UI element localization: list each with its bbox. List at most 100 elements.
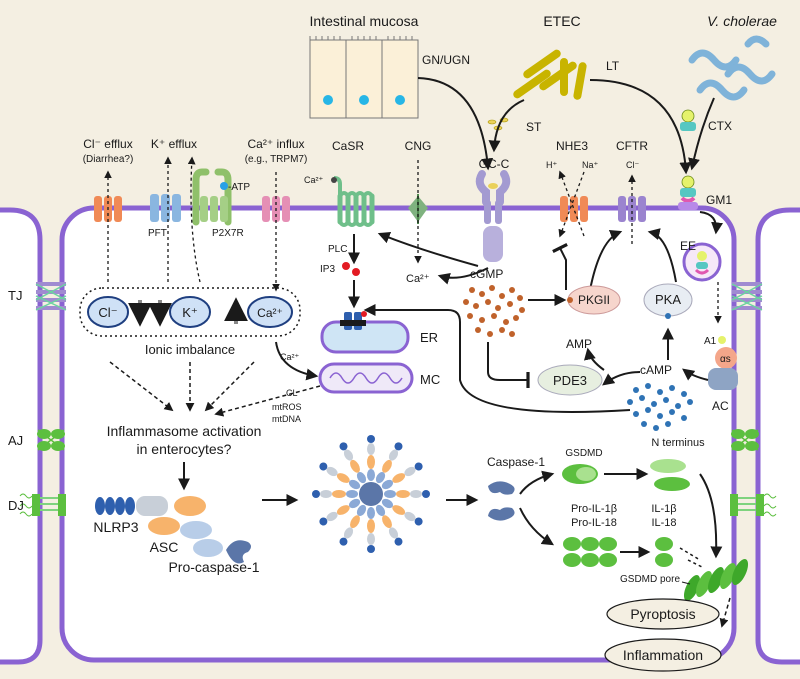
label-nhe3: NHE3	[556, 139, 588, 153]
inflammasome-spoke	[384, 490, 430, 498]
asc-protein	[148, 517, 212, 539]
gsdmd-protein	[562, 464, 598, 484]
endoplasmic-reticulum	[320, 311, 410, 354]
etec-bacteria	[513, 49, 587, 100]
inflammasome-spoke	[319, 462, 361, 490]
label-cgmp: cGMP	[470, 267, 503, 281]
arrow-ca-to-mc	[275, 341, 319, 381]
alpha-s-subunit	[715, 347, 737, 369]
inhibit-cgmp-pde3	[487, 342, 530, 388]
gcc-receptor	[475, 170, 511, 262]
nhe3-exchanger	[560, 196, 588, 222]
a1-subunit	[718, 336, 726, 344]
arrow-ac-to-camp	[682, 368, 709, 381]
pore-leader-line	[681, 581, 691, 585]
label-ca2-cng: Ca²⁺	[406, 273, 430, 285]
gsdmd-pore	[683, 559, 749, 601]
pro-il-proteins	[563, 537, 617, 567]
label-gn-ugn: GN/UGN	[422, 53, 470, 67]
pyroptosis-node	[606, 598, 720, 630]
left-neighbor-cell	[0, 207, 43, 665]
tight-junction-right	[731, 282, 763, 311]
arrow-k-efflux-p2x7r	[187, 156, 201, 283]
il-proteins	[655, 537, 673, 567]
arrow-pore-out	[719, 597, 731, 628]
arrow-nterminus-to-pore	[699, 473, 723, 559]
inflammasome-spoke	[375, 504, 403, 546]
v-cholerae-bacteria	[688, 35, 776, 101]
arrow-ionic-to-inflammasome-3	[204, 361, 255, 412]
label-k-efflux: K⁺ efflux	[151, 137, 197, 151]
label-ip3: IP3	[320, 264, 335, 275]
cgmp-molecules	[463, 285, 525, 337]
label-pft: PFT	[148, 228, 167, 239]
pro-caspase-1-protein	[193, 539, 251, 564]
inflammasome-spoke	[339, 442, 367, 484]
label-caspase1: Caspase-1	[487, 455, 545, 469]
label-st: ST	[526, 120, 542, 134]
inflammation-node	[604, 638, 722, 672]
ion-ca-node	[247, 296, 293, 328]
inflammasome-spoke	[367, 435, 375, 481]
intestinal-mucosa-cells	[309, 36, 419, 119]
caspase-1-protein	[488, 481, 515, 521]
pka-camp-dot	[665, 313, 671, 319]
ctx-toxin	[680, 109, 696, 131]
gm1-receptor	[678, 175, 698, 210]
label-dj: DJ	[8, 498, 24, 513]
label-ionic-imbalance: Ionic imbalance	[145, 342, 235, 357]
label-plc: PLC	[328, 244, 347, 255]
cftr-channel	[618, 196, 646, 222]
label-gcc: GC-C	[479, 157, 510, 171]
right-neighbor-cell	[755, 207, 800, 665]
label-pde3: PDE3	[553, 373, 587, 388]
label-ca2-casr: Ca²⁺	[304, 175, 324, 185]
label-h: H⁺	[546, 160, 557, 170]
label-intestinal-mucosa: Intestinal mucosa	[310, 13, 419, 29]
arrow-ionic-to-inflammasome-1	[109, 361, 174, 412]
inflammasome-spoke	[381, 498, 423, 526]
label-mtros: mtROS	[272, 402, 302, 412]
label-cng: CNG	[405, 139, 432, 153]
camp-molecules	[627, 383, 693, 431]
label-tj: TJ	[8, 288, 22, 303]
label-amp: AMP	[566, 337, 592, 351]
label-er: ER	[420, 330, 438, 345]
pft-channel	[150, 194, 181, 222]
label-diarrhea: (Diarrhea?)	[83, 154, 134, 165]
adherens-junction-right	[731, 429, 759, 451]
label-inflammation: Inflammation	[623, 647, 703, 663]
adherens-junction-left	[37, 429, 65, 451]
arrow-st-to-gcc	[488, 99, 525, 153]
label-gm1: GM1	[706, 193, 732, 207]
label-ac: AC	[712, 399, 729, 413]
label-ion-k: K⁺	[182, 305, 198, 320]
label-pka: PKA	[655, 292, 681, 307]
label-asc: ASC	[150, 539, 179, 555]
label-trpm7: (e.g., TRPM7)	[245, 154, 308, 165]
label-il1b: IL-1β	[651, 503, 676, 515]
mitochondrion	[318, 362, 414, 394]
il-release-dashes	[679, 547, 705, 569]
label-pyroptosis: Pyroptosis	[630, 606, 695, 622]
arrow-pkgii-to-cftr	[589, 230, 623, 291]
arrow-mc-to-inflammasome	[214, 385, 321, 417]
arrow-pka-to-cftr	[647, 228, 677, 283]
label-gsdmd: GSDMD	[565, 448, 602, 459]
inflammasome-spoke	[367, 507, 375, 553]
arrow-caspase-to-proil	[519, 507, 555, 546]
label-ca-influx: Ca²⁺ influx	[247, 137, 304, 151]
inflammasome-spoke	[381, 462, 423, 490]
arrow-pde3-to-amp	[584, 347, 605, 371]
label-ee: EE	[680, 239, 696, 253]
label-inflammasome-2: in enterocytes?	[137, 441, 232, 457]
label-aj: AJ	[8, 433, 23, 448]
inhibit-pkgii-nhe3	[552, 242, 568, 290]
arrow-lt-to-gm1	[589, 79, 692, 175]
label-inflammasome-1: Inflammasome activation	[107, 423, 262, 439]
label-gsdmd-pore: GSDMD pore	[620, 574, 680, 585]
label-v-cholerae: V. cholerae	[707, 13, 777, 29]
ip3-dot	[352, 268, 360, 276]
label-pro-il1b: Pro-IL-1β	[571, 503, 617, 515]
label-a1: A1	[704, 336, 717, 347]
